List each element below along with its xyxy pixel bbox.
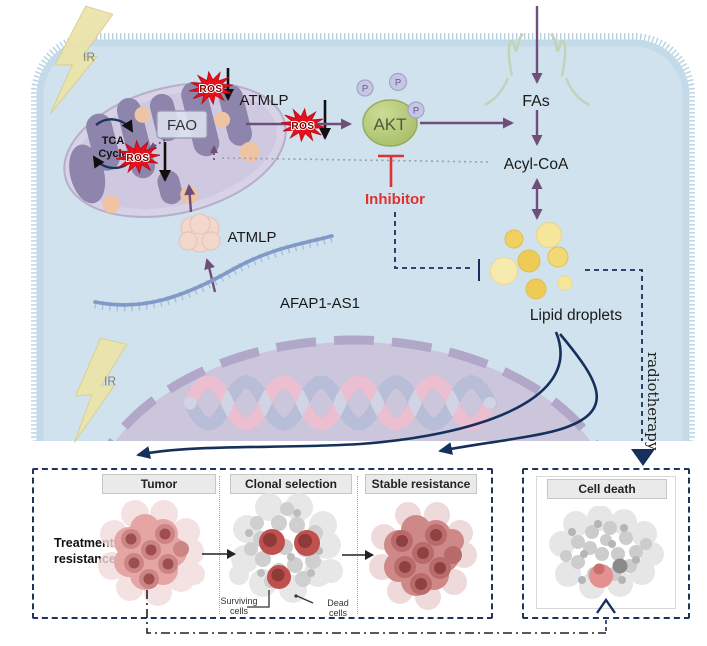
phosphate-1: P	[356, 79, 374, 97]
ir-label-top: IR	[83, 50, 95, 64]
fa-transporter	[484, 33, 590, 107]
radiotherapy-label: radiotherapy	[644, 352, 662, 451]
inhibitor-label: Inhibitor	[365, 191, 425, 208]
cell-death-header: Cell death	[547, 479, 667, 499]
ir-bolt-top: IR	[46, 2, 114, 122]
ros-burst-2: ROS	[278, 106, 328, 144]
mitochondria	[63, 81, 287, 218]
tca-label-line1: TCA	[102, 135, 125, 147]
akt-node: AKT	[362, 99, 418, 147]
atmlp-to-mito-arrow	[184, 184, 196, 213]
ros-effect-arrows	[159, 68, 331, 182]
tumor-cluster	[98, 500, 205, 606]
phosphate-groups: P P P	[356, 72, 425, 119]
radiotherapy-dashed-route	[585, 269, 643, 441]
phosphate-2: P	[388, 72, 408, 92]
panel-divider-1	[219, 476, 220, 614]
akt-label: AKT	[373, 115, 406, 134]
svg-text:ROS: ROS	[199, 84, 222, 95]
svg-text:ROS: ROS	[291, 121, 314, 132]
inhibitor-dashed-route	[394, 212, 480, 281]
ir-bolt-nucleus: IR	[70, 335, 128, 447]
afap1-as1-label: AFAP1-AS1	[280, 295, 360, 312]
cell-death-panel: Cell death	[522, 468, 690, 619]
cell-diagram: TCA Cycle FAO	[31, 2, 695, 447]
panel-divider-2	[357, 476, 358, 614]
acyl-coa-label: Acyl-CoA	[504, 156, 569, 173]
atmlp-protein	[178, 213, 221, 253]
ros-burst-3: ROS	[114, 138, 162, 176]
svg-text:P: P	[362, 84, 368, 95]
svg-text:P: P	[413, 106, 419, 117]
stable-resistance-header: Stable resistance	[365, 474, 477, 494]
svg-text:P: P	[395, 78, 401, 89]
inhibitor-tbar	[378, 154, 404, 187]
lipid-droplets-label: Lipid droplets	[530, 307, 622, 324]
fao-label: FAO	[167, 117, 197, 134]
stable-resistance-cluster	[369, 502, 477, 610]
clonal-selection-cluster	[229, 493, 343, 603]
tumor-header: Tumor	[102, 474, 216, 494]
fas-label: FAs	[522, 93, 550, 110]
atmlp-label-cytosol: ATMLP	[228, 229, 277, 246]
cell-death-cluster	[549, 506, 664, 599]
afap1-as1-rna	[93, 233, 334, 312]
atmlp-label-mito: ATMLP	[240, 92, 289, 109]
clonal-selection-header: Clonal selection	[230, 474, 352, 494]
dead-cells-label: Dead cells	[327, 598, 349, 619]
fao-to-tca-dotted-arrow	[148, 139, 166, 150]
phosphate-3: P	[407, 101, 425, 119]
afap-to-atmlp-arrow	[204, 258, 217, 293]
surviving-cells-label: Surviving cells	[220, 596, 258, 617]
acylcoa-import-dotted-line	[221, 157, 489, 163]
surviving-cell	[259, 529, 320, 589]
resistance-panel: Tumor Clonal selection Stable resistance…	[32, 468, 493, 619]
dying-red-cell	[589, 563, 613, 588]
lipid-droplets	[490, 222, 573, 300]
fao-box: FAO	[156, 110, 208, 139]
svg-text:ROS: ROS	[126, 153, 149, 164]
mitochondria-granules	[102, 106, 260, 214]
dark-dying-cell	[612, 558, 628, 574]
ir-label-nucleus: IR	[104, 374, 116, 388]
ros-burst-1: ROS	[186, 68, 236, 108]
